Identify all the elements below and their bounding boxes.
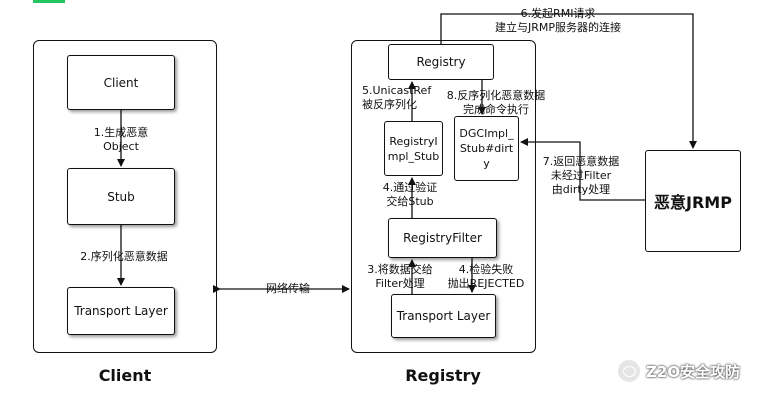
- dgc-line2: Stub#dirt: [459, 142, 514, 155]
- malicious-jrmp-box: 恶意JRMP: [645, 150, 741, 252]
- registry-box: Registry: [388, 44, 494, 80]
- malicious-jrmp-label: 恶意JRMP: [654, 193, 732, 212]
- impl-stub-line2: mpl_Stub: [387, 149, 440, 163]
- watermark-text: Z2O安全攻防: [646, 362, 741, 381]
- dgc-line1: DGCImpl_: [459, 127, 514, 140]
- client-box-label: Client: [103, 75, 139, 90]
- dgc-impl-stub-box: DGCImpl_ Stub#dirt y: [454, 116, 519, 181]
- registry-filter-box: RegistryFilter: [388, 218, 497, 258]
- client-transport-label: Transport Layer: [74, 304, 168, 318]
- impl-stub-line1: RegistryI: [389, 134, 438, 148]
- registry-step4-label: 4.通过验证 交给Stub: [370, 181, 450, 209]
- client-caption: Client: [98, 366, 152, 385]
- registry-step4b-line2: 抛出REJECTED: [447, 277, 525, 290]
- accent-bar: [33, 0, 65, 3]
- jrmp-step7-line3: 由dirty处理: [551, 183, 611, 196]
- client-panel: [33, 40, 217, 353]
- stub-box-label: Stub: [107, 189, 135, 204]
- registry-filter-label: RegistryFilter: [403, 231, 482, 245]
- registry-caption: Registry: [405, 366, 481, 385]
- wechat-icon: [618, 360, 640, 382]
- client-step2-label: 2.序列化恶意数据: [80, 250, 168, 263]
- jrmp-step6-line2: 建立与JRMP服务器的连接: [494, 21, 621, 34]
- arrow-jrmp-to-dgc: [520, 138, 645, 201]
- registry-box-label: Registry: [416, 55, 466, 69]
- registry-transport-label: Transport Layer: [396, 309, 491, 323]
- watermark: Z2O安全攻防: [618, 359, 740, 383]
- client-box: Client: [67, 55, 175, 110]
- registry-transport-box: Transport Layer: [391, 294, 496, 338]
- jrmp-step7-label: 7.返回恶意数据 未经过Filter 由dirty处理: [540, 155, 622, 197]
- registry-step8-line1: 8.反序列化恶意数据: [446, 89, 546, 102]
- jrmp-step7-line1: 7.返回恶意数据: [542, 155, 620, 168]
- stub-box: Stub: [67, 168, 175, 225]
- registry-step5-line2: 被反序列化: [362, 98, 417, 111]
- registry-panel: [351, 40, 536, 353]
- registry-step3-line1: 3.将数据交给: [367, 263, 433, 276]
- jrmp-step7-line2: 未经过Filter: [550, 169, 612, 182]
- client-transport-box: Transport Layer: [67, 287, 175, 335]
- registry-step4-line1: 4.通过验证: [382, 181, 438, 194]
- registry-step4-line2: 交给Stub: [386, 195, 434, 208]
- arrow-registry-to-jrmp: [440, 13, 697, 149]
- registry-impl-stub-box: RegistryI mpl_Stub: [384, 121, 443, 176]
- dgc-line3: y: [483, 157, 490, 170]
